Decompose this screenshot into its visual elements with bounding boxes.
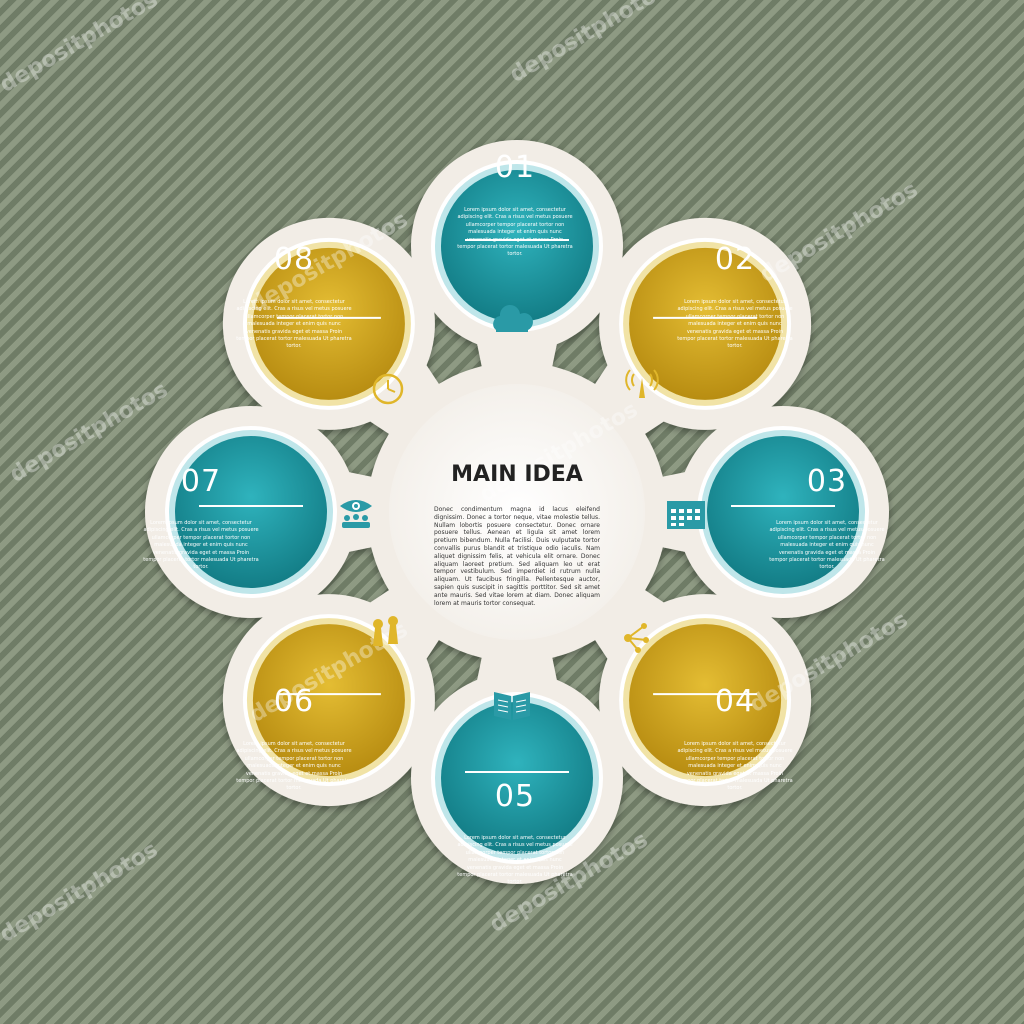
step-text-06: Lorem ipsum dolor sit amet, consectetur … bbox=[236, 741, 352, 792]
step-circle-03 bbox=[707, 436, 859, 588]
step-text-05: Lorem ipsum dolor sit amet, consectetur … bbox=[457, 835, 573, 886]
step-number-06: 06 bbox=[273, 684, 315, 719]
antenna-icon bbox=[625, 369, 659, 398]
step-circle-06 bbox=[252, 624, 405, 777]
step-number-03: 03 bbox=[806, 464, 848, 499]
step-circle-02 bbox=[629, 247, 782, 400]
step-text-01: Lorem ipsum dolor sit amet, consectetur … bbox=[457, 207, 573, 258]
step-circles bbox=[165, 160, 869, 864]
step-text-03: Lorem ipsum dolor sit amet, consectetur … bbox=[769, 520, 885, 571]
step-circle-05 bbox=[441, 702, 593, 854]
hub-center bbox=[389, 384, 645, 640]
eye-people-icon bbox=[340, 500, 372, 528]
step-number-08: 08 bbox=[273, 242, 315, 277]
calendar-icon bbox=[667, 501, 705, 529]
step-text-04: Lorem ipsum dolor sit amet, consectetur … bbox=[677, 741, 793, 792]
main-idea-title: MAIN IDEA bbox=[451, 462, 583, 487]
step-number-04: 04 bbox=[714, 684, 756, 719]
book-icon bbox=[494, 692, 530, 720]
step-circle-08 bbox=[252, 247, 405, 400]
award-icon bbox=[373, 616, 398, 646]
network-icon bbox=[624, 623, 649, 653]
step-number-01: 01 bbox=[494, 150, 536, 185]
step-number-05: 05 bbox=[494, 779, 536, 814]
clock-icon bbox=[372, 373, 404, 405]
step-circle-07 bbox=[175, 436, 327, 588]
step-circle-04 bbox=[629, 624, 782, 777]
step-text-08: Lorem ipsum dolor sit amet, consectetur … bbox=[236, 299, 352, 350]
step-text-02: Lorem ipsum dolor sit amet, consectetur … bbox=[677, 299, 793, 350]
cloud-icon bbox=[493, 304, 533, 332]
step-text-07: Lorem ipsum dolor sit amet, consectetur … bbox=[143, 520, 259, 571]
step-number-02: 02 bbox=[714, 242, 756, 277]
main-idea-text: Donec condimentum magna id lacus eleifen… bbox=[434, 506, 600, 607]
step-number-07: 07 bbox=[180, 464, 222, 499]
step-circle-01 bbox=[441, 170, 593, 322]
